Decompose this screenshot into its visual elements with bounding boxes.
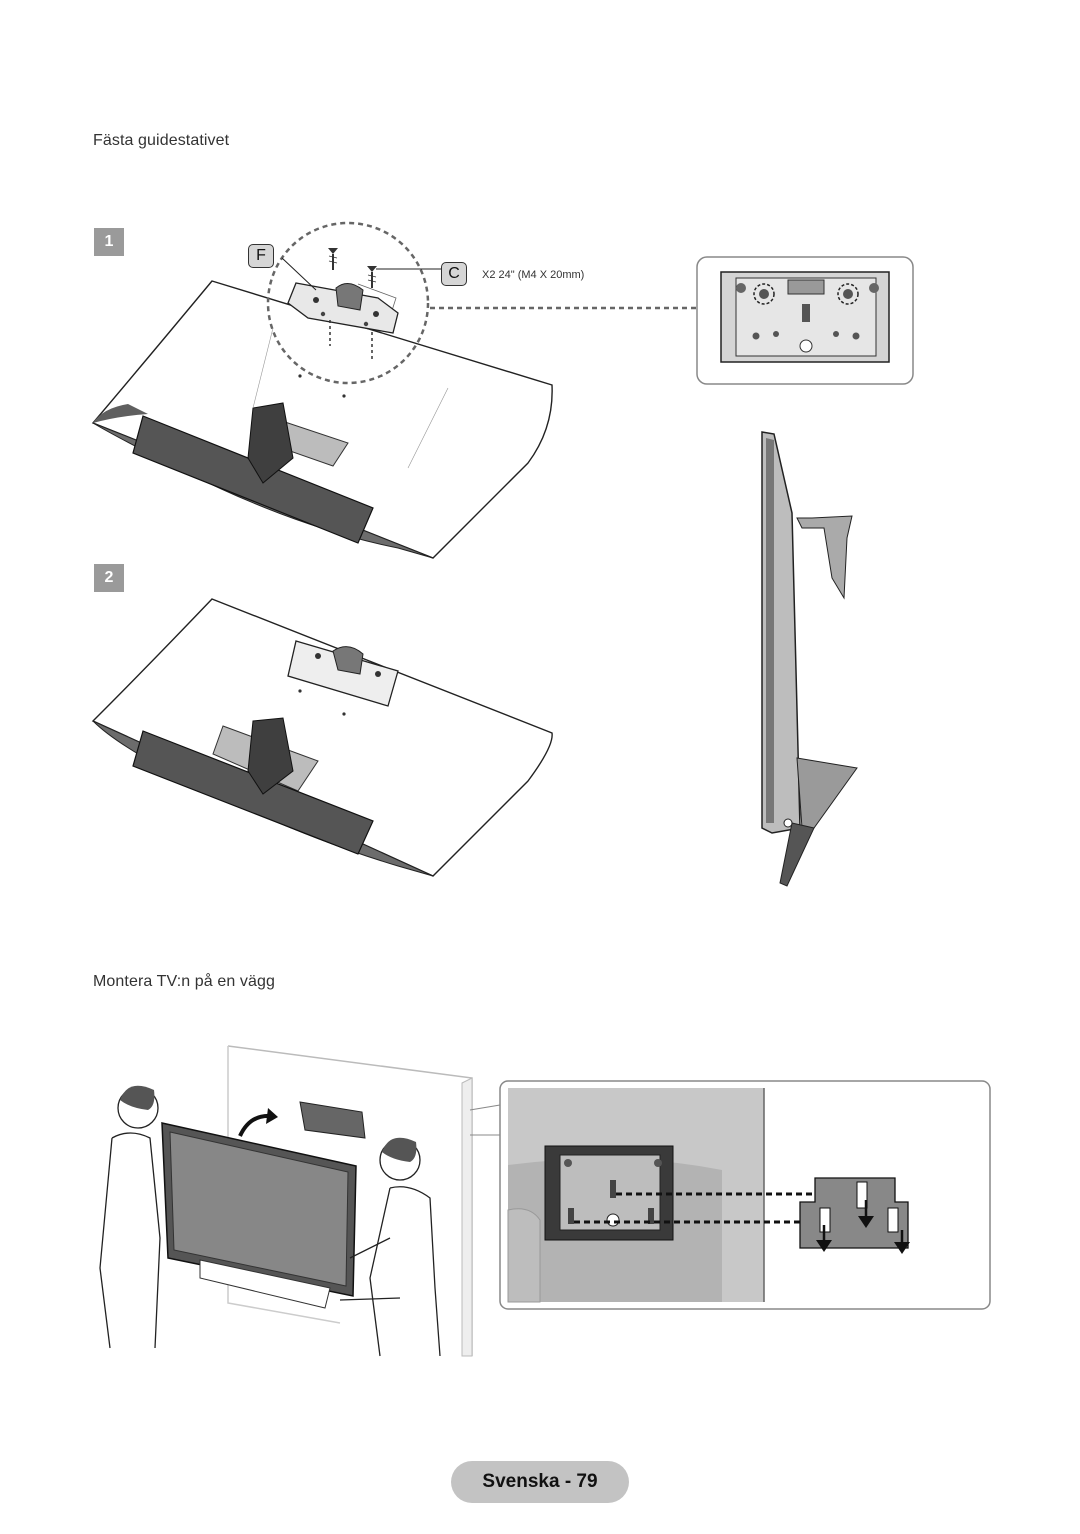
tv-back-illustration-step1	[91, 280, 553, 559]
step-badge-1: 1	[94, 228, 124, 256]
bracket-detail-zoom	[696, 256, 914, 385]
step-badge-2: 2	[94, 564, 124, 592]
tv-back-illustration-step2	[91, 598, 553, 877]
tv-side-view	[761, 431, 858, 887]
part-label-c: C	[441, 262, 467, 286]
arrow-down-icon	[858, 1200, 874, 1228]
screw-spec-label: X2 24" (M4 X 20mm)	[482, 269, 585, 281]
stand-bracket-f-icon	[266, 221, 698, 385]
part-label-f: F	[248, 244, 274, 268]
section-title-wall-mount: Montera TV:n på en vägg	[93, 973, 275, 990]
page-number-pill: Svenska - 79	[451, 1461, 629, 1503]
screw-icon	[328, 248, 338, 270]
wall-mount-detail-zoom	[469, 1080, 991, 1310]
wall-mount-illustration	[99, 1045, 473, 1357]
section-title-attach-stand: Fästa guidestativet	[93, 132, 230, 149]
